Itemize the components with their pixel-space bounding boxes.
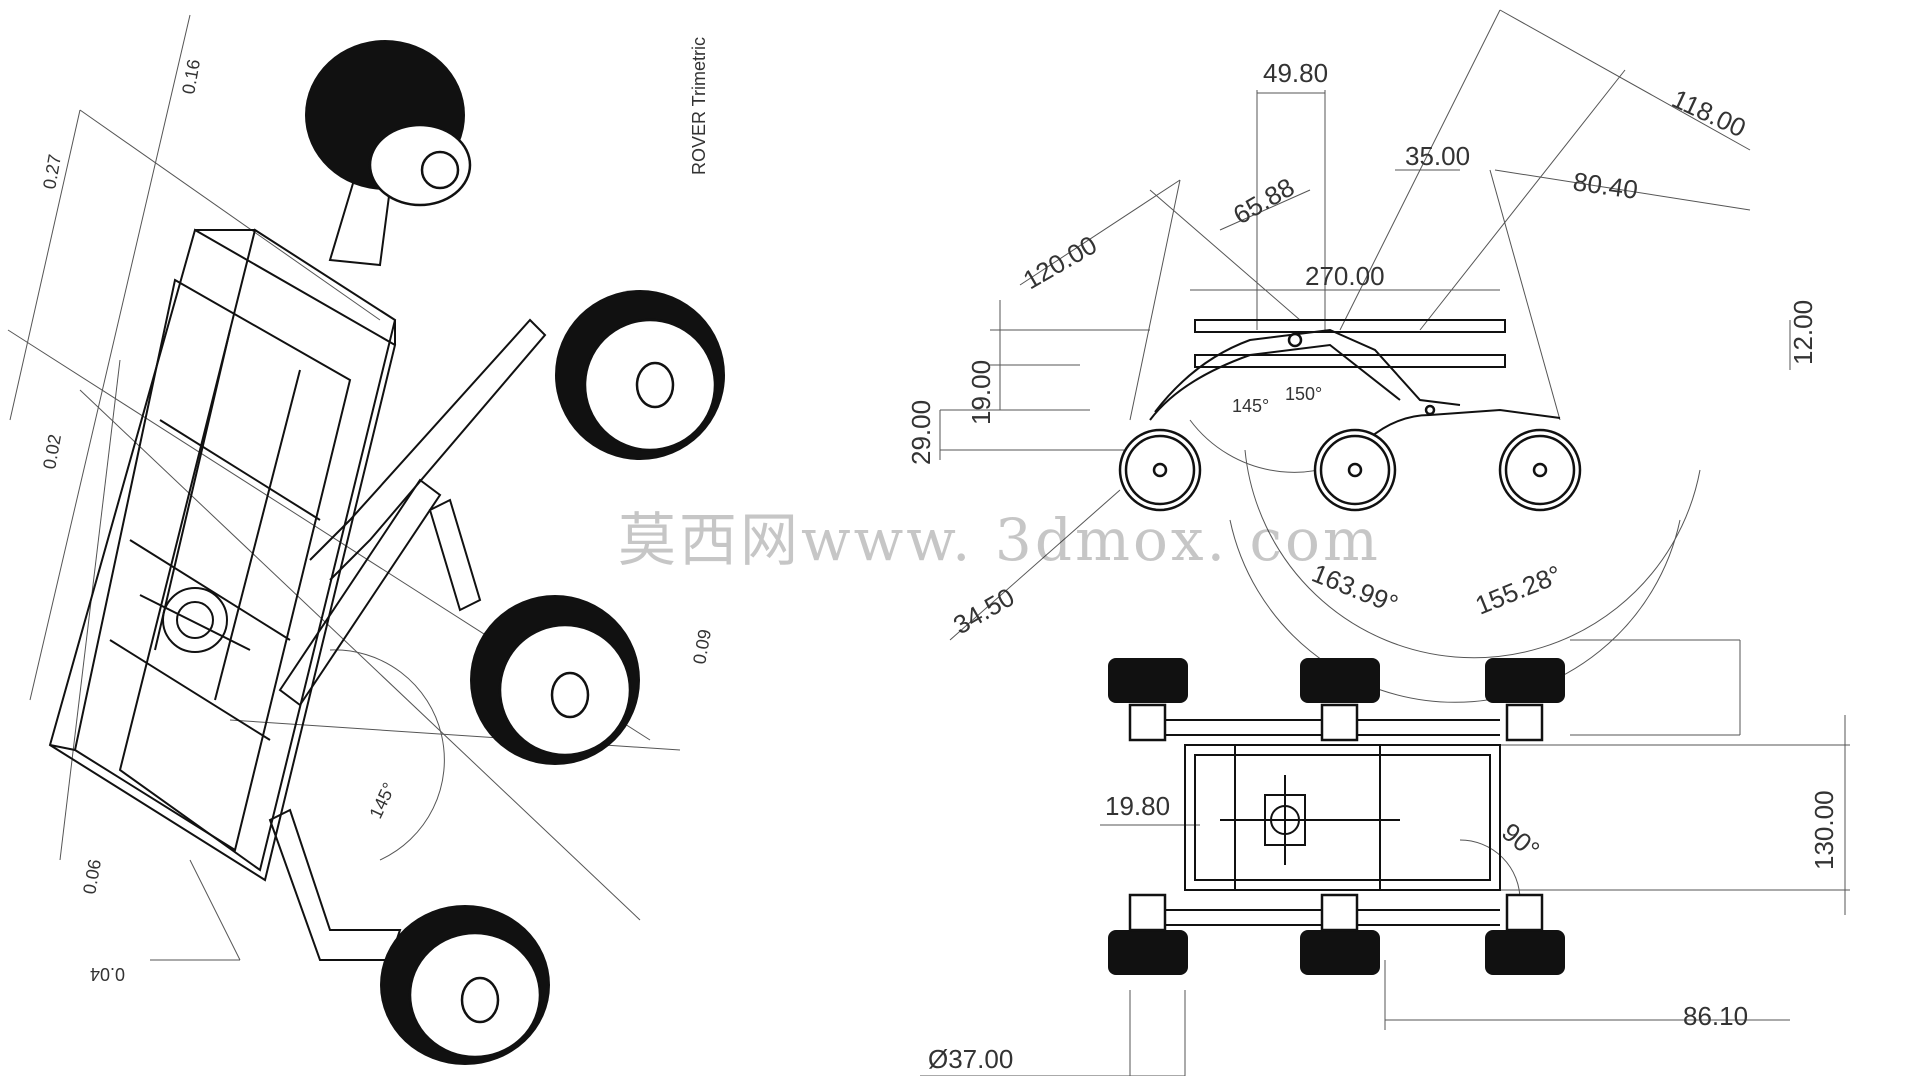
dim-86.10: 86.10 [1683, 1001, 1748, 1031]
view-title: ROVER Trimetric [689, 37, 709, 175]
watermark: 莫西网www. 3dmox. com [618, 506, 1381, 574]
dim-120.00: 120.00 [1018, 229, 1102, 295]
dim-150-side: 150° [1285, 384, 1322, 404]
side-view: 49.80 118.00 35.00 80.40 65.88 120.00 27… [906, 9, 1818, 703]
dim-90: 90° [1496, 817, 1545, 865]
dim-0.27: 0.27 [39, 153, 65, 191]
dim-12.00: 12.00 [1788, 300, 1818, 365]
iso-wheels [305, 40, 725, 1065]
dim-65.88: 65.88 [1228, 172, 1299, 231]
dim-80.40: 80.40 [1571, 166, 1640, 205]
dim-0.04: 0.04 [90, 964, 125, 984]
dim-19.00: 19.00 [966, 360, 996, 425]
dim-0.06: 0.06 [79, 858, 105, 896]
dim-49.80: 49.80 [1263, 58, 1328, 88]
dim-19.80: 19.80 [1105, 791, 1170, 821]
dim-0.09: 0.09 [689, 628, 715, 666]
dim-34.50: 34.50 [948, 582, 1019, 641]
dim-155.28: 155.28° [1471, 559, 1566, 621]
dim-35.00: 35.00 [1405, 141, 1470, 171]
dim-0.16: 0.16 [178, 58, 204, 96]
dim-118.00: 118.00 [1667, 83, 1750, 143]
trimetric-view: ROVER Trimetric 0.16 0.27 0.02 0.09 0.06… [7, 14, 725, 1065]
dim-145-iso: 145° [365, 779, 399, 821]
dim-0.02: 0.02 [39, 433, 65, 471]
dim-130.00: 130.00 [1809, 790, 1839, 870]
top-view: 19.80 90° 130.00 86.10 Ø37.00 [920, 639, 1850, 1076]
side-wheels [1118, 428, 1582, 512]
top-wheels [1108, 658, 1565, 975]
dim-dia-37.00: Ø37.00 [928, 1044, 1013, 1074]
dim-145-side: 145° [1232, 396, 1269, 416]
dim-270.00: 270.00 [1305, 261, 1385, 291]
dim-29.00: 29.00 [906, 400, 936, 465]
